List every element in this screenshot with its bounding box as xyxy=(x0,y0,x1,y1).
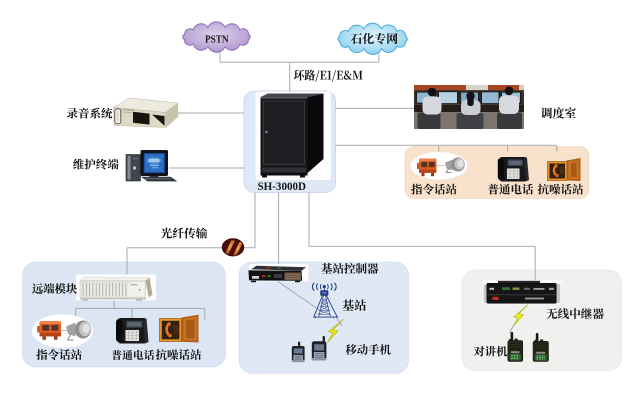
svg-text:PSTN: PSTN xyxy=(205,34,229,46)
svg-text:SH-3000D: SH-3000D xyxy=(258,179,307,193)
